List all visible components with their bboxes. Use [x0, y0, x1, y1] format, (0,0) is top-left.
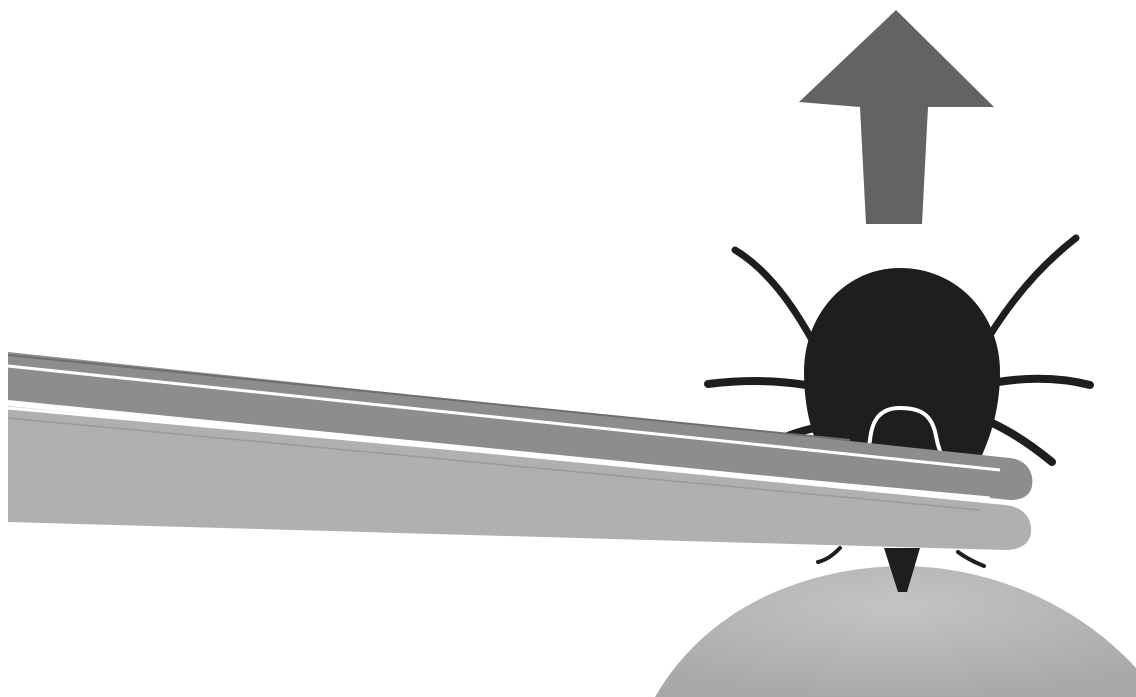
up-arrow-icon — [799, 10, 994, 224]
skin-icon — [655, 566, 1136, 697]
